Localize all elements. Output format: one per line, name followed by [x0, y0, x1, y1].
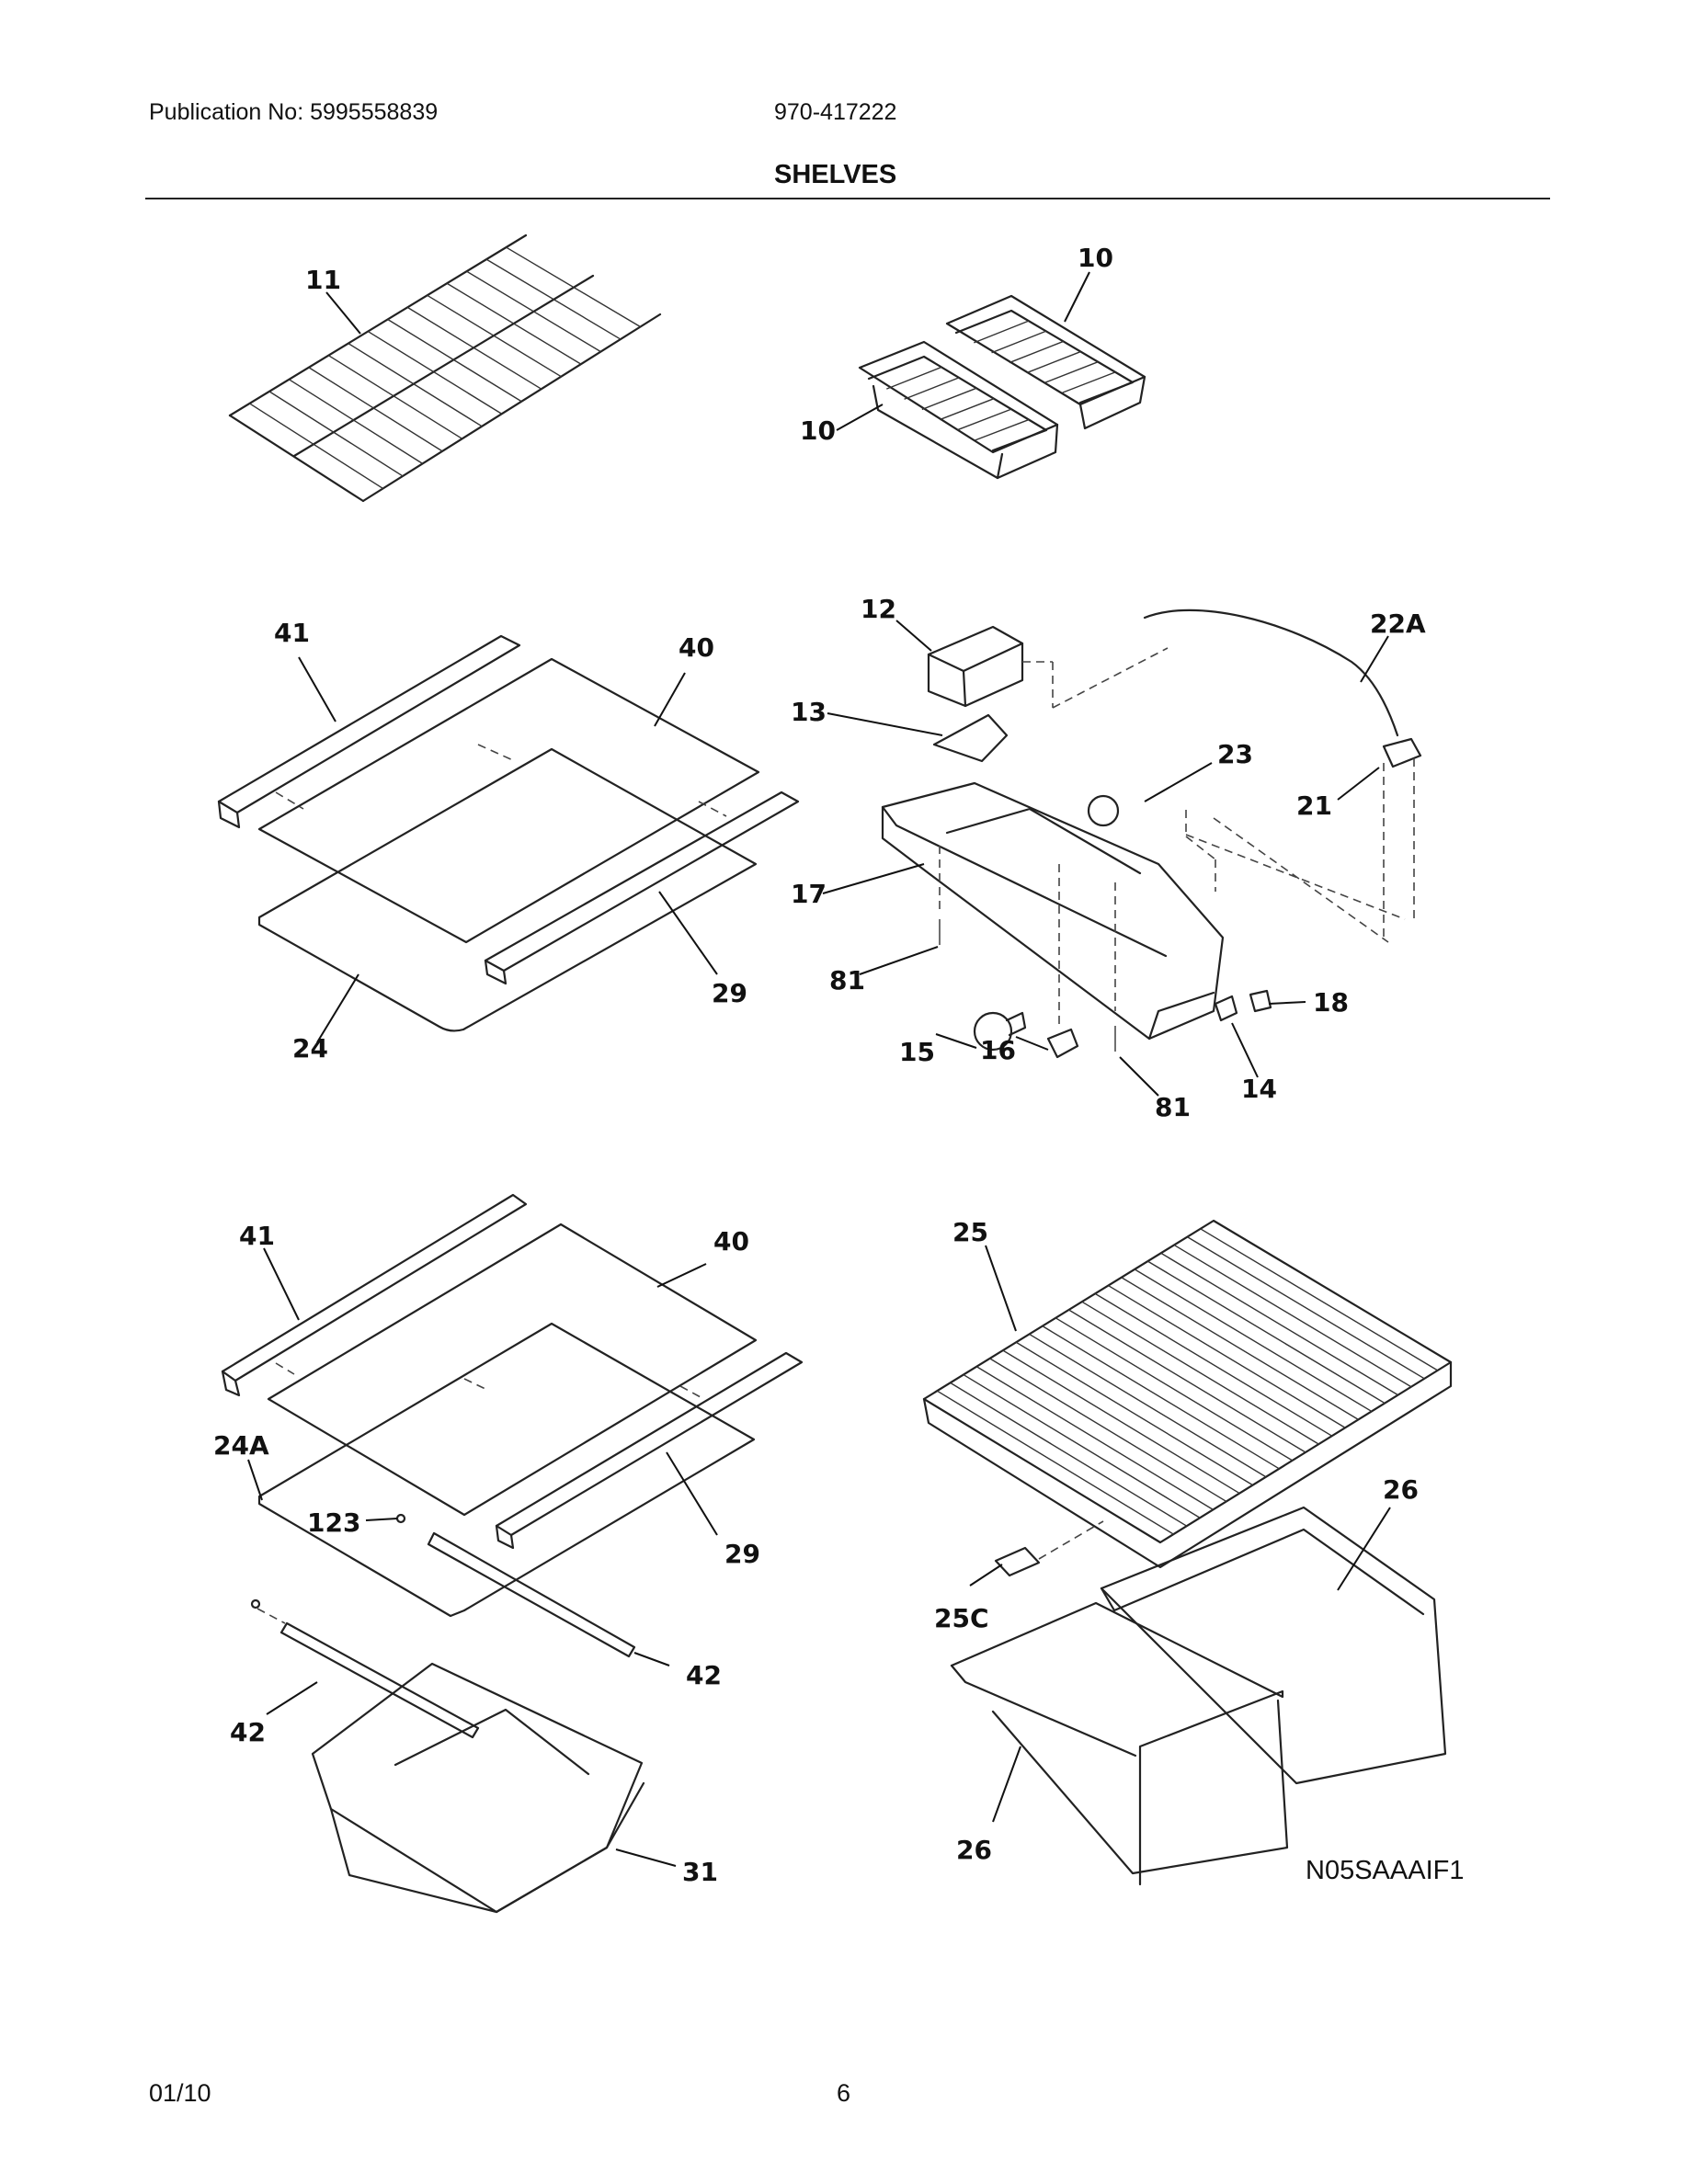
callout-29: 29 — [712, 978, 747, 1008]
publication-number: Publication No: 5995558839 — [149, 99, 439, 125]
callout-17: 17 — [791, 879, 827, 909]
callout-22A: 22A — [1370, 609, 1426, 639]
footer-page-number: 6 — [837, 2079, 851, 2107]
callout-23: 23 — [1217, 739, 1253, 769]
leader-lines — [247, 271, 1391, 1867]
callout-10: 10 — [1078, 243, 1113, 273]
callout-42: 42 — [686, 1660, 722, 1690]
callout-40: 40 — [713, 1226, 749, 1257]
callout-13: 13 — [791, 697, 827, 727]
callout-12: 12 — [861, 594, 896, 624]
header-divider — [145, 198, 1550, 199]
callout-24A: 24A — [213, 1430, 269, 1461]
callout-11: 11 — [305, 265, 341, 295]
light-housing-drawing — [881, 609, 1422, 1059]
callout-10: 10 — [800, 415, 836, 446]
crisper-assembly-drawing — [922, 1219, 1453, 1886]
upper-glass-shelf-drawing — [217, 634, 800, 1032]
callout-41: 41 — [274, 618, 310, 648]
callout-29: 29 — [724, 1539, 760, 1569]
callout-labels: 11 10 10 41 40 29 24 12 22A 13 23 21 17 … — [213, 243, 1426, 1887]
callout-26: 26 — [1383, 1474, 1419, 1505]
callout-16: 16 — [980, 1035, 1016, 1065]
diagram-code: N05SAAAIF1 — [1306, 1856, 1464, 1885]
callout-42: 42 — [230, 1717, 266, 1747]
page-title: SHELVES — [774, 160, 897, 189]
callout-21: 21 — [1296, 791, 1332, 821]
callout-18: 18 — [1313, 987, 1349, 1018]
callout-24: 24 — [292, 1033, 328, 1064]
callout-14: 14 — [1241, 1074, 1277, 1104]
callout-81: 81 — [1155, 1092, 1191, 1122]
callout-15: 15 — [899, 1037, 935, 1067]
wire-shelf-drawing — [228, 233, 662, 503]
lower-glass-shelf-drawing — [221, 1193, 804, 1914]
footer-date: 01/10 — [149, 2079, 211, 2107]
callout-26: 26 — [956, 1835, 992, 1865]
callout-25C: 25C — [934, 1603, 989, 1633]
callout-123: 123 — [307, 1507, 360, 1538]
callout-25: 25 — [952, 1217, 988, 1247]
callout-41: 41 — [239, 1221, 275, 1251]
callout-31: 31 — [682, 1857, 718, 1887]
callout-81: 81 — [829, 965, 865, 995]
callout-40: 40 — [679, 632, 714, 663]
model-number: 970-417222 — [774, 99, 897, 125]
ice-trays-drawing — [858, 294, 1146, 480]
